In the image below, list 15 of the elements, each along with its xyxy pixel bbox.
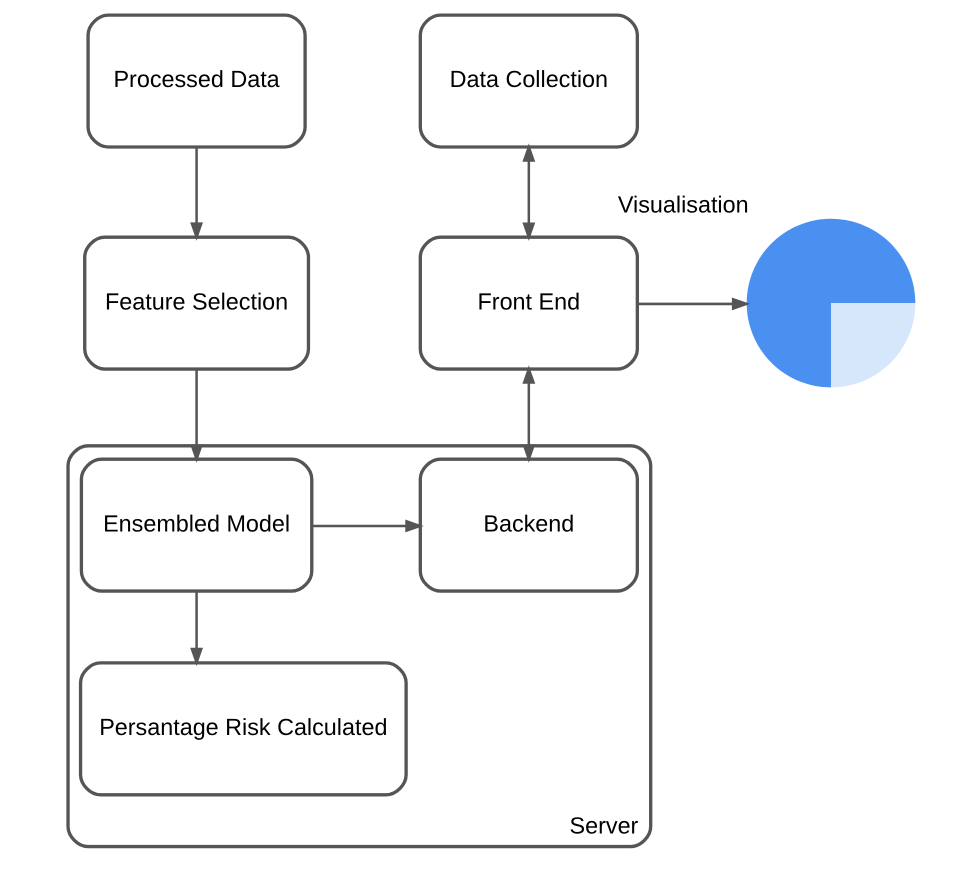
arrow bbox=[190, 369, 204, 463]
arrow bbox=[190, 147, 204, 241]
arrow bbox=[522, 143, 536, 241]
arrow bbox=[522, 365, 536, 463]
node-box: Feature Selection bbox=[83, 235, 310, 371]
arrow bbox=[190, 591, 204, 666]
node-box: Backend bbox=[418, 458, 640, 593]
node-label: Visualisation bbox=[618, 191, 749, 218]
arrow bbox=[312, 520, 424, 532]
node-box: Ensembled Model bbox=[80, 458, 314, 593]
arrow bbox=[638, 298, 750, 310]
node-box: Data Collection bbox=[418, 13, 640, 149]
node-box: Processed Data bbox=[86, 13, 307, 149]
node-box: Persantage Risk Calculated bbox=[78, 661, 408, 796]
node-box: Front End bbox=[418, 235, 640, 371]
